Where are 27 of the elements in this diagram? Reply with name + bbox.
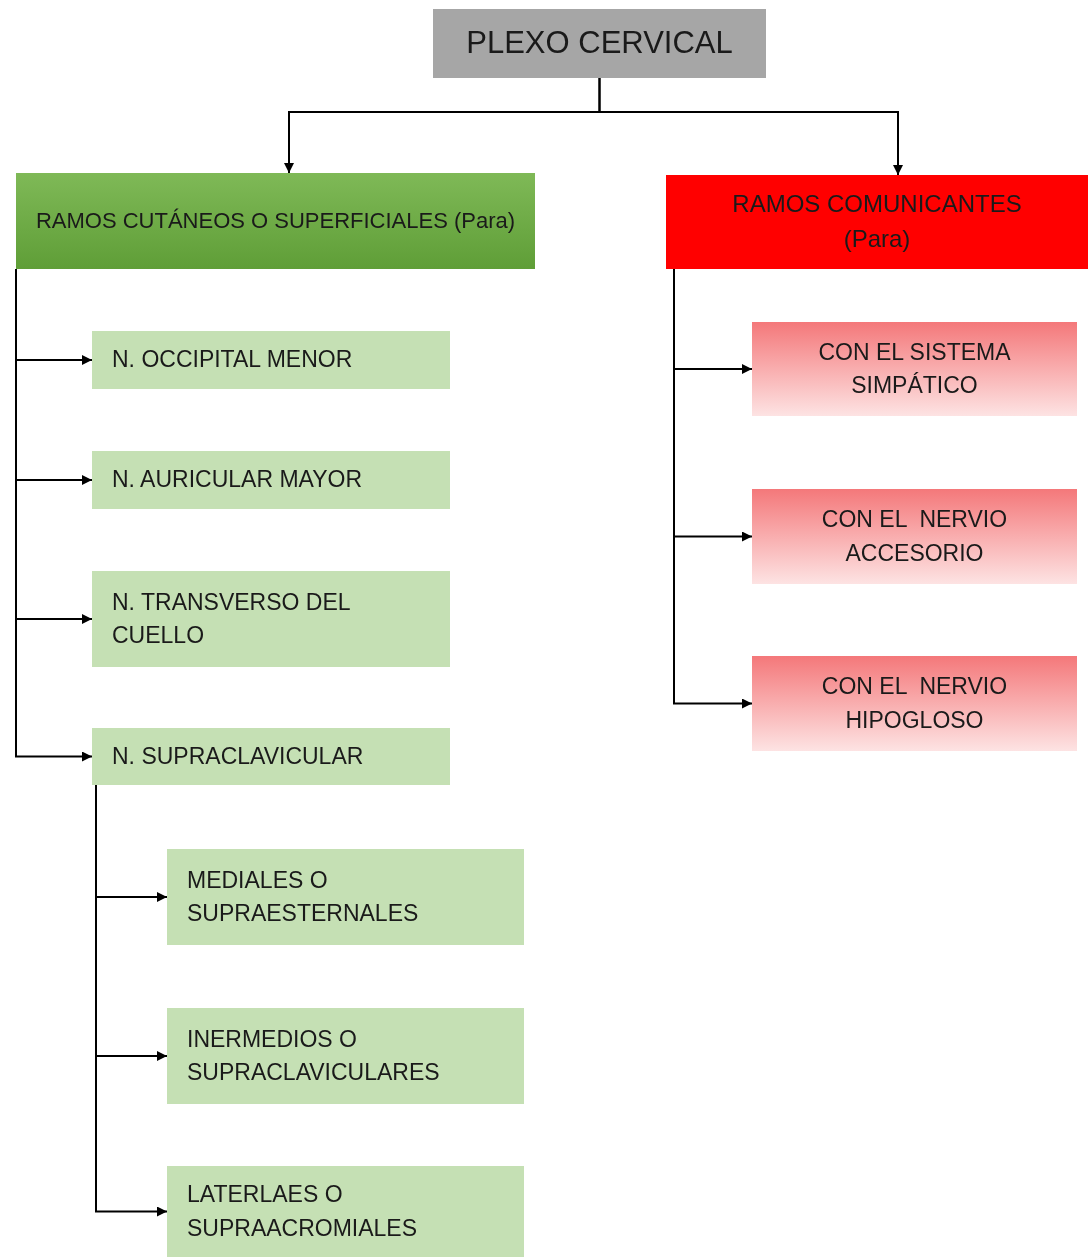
nerve-box: [92, 571, 450, 667]
nerve-box: [16, 173, 535, 269]
box-label: CON EL SISTEMA SIMPÁTICO: [817, 337, 1012, 400]
nerve-box: [92, 728, 450, 785]
nerve-box: [752, 489, 1077, 584]
nerve-box: [752, 322, 1077, 416]
box-label: RAMOS CUTÁNEOS O SUPERFICIALES (Para): [35, 207, 516, 236]
box-label: PLEXO CERVICAL: [466, 24, 733, 63]
box-label: RAMOS COMUNICANTES (Para): [731, 189, 1023, 254]
box-label: N. SUPRACLAVICULAR: [112, 741, 364, 771]
box-label: LATERLAES O SUPRAACROMIALES: [187, 1180, 419, 1243]
nerve-box: [92, 331, 450, 389]
box-label: CON EL NERVIO HIPOGLOSO: [820, 672, 1009, 735]
nerve-box: [167, 1166, 524, 1257]
box-label: CON EL NERVIO ACCESORIO: [820, 505, 1009, 568]
nerve-box: [92, 451, 450, 509]
box-label: N. AURICULAR MAYOR: [112, 465, 363, 495]
nerve-box: [666, 175, 1088, 269]
box-label: INERMEDIOS O SUPRACLAVICULARES: [187, 1024, 441, 1087]
nerve-box: [752, 656, 1077, 751]
box-label: MEDIALES O SUPRAESTERNALES: [187, 865, 420, 928]
arrow: [598, 77, 903, 176]
box-label: N. TRANSVERSO DEL CUELLO: [112, 587, 351, 650]
nerve-box: [433, 9, 766, 78]
nerve-box: [167, 1008, 524, 1104]
nerve-box: [167, 849, 524, 945]
box-label: N. OCCIPITAL MENOR: [112, 345, 353, 375]
